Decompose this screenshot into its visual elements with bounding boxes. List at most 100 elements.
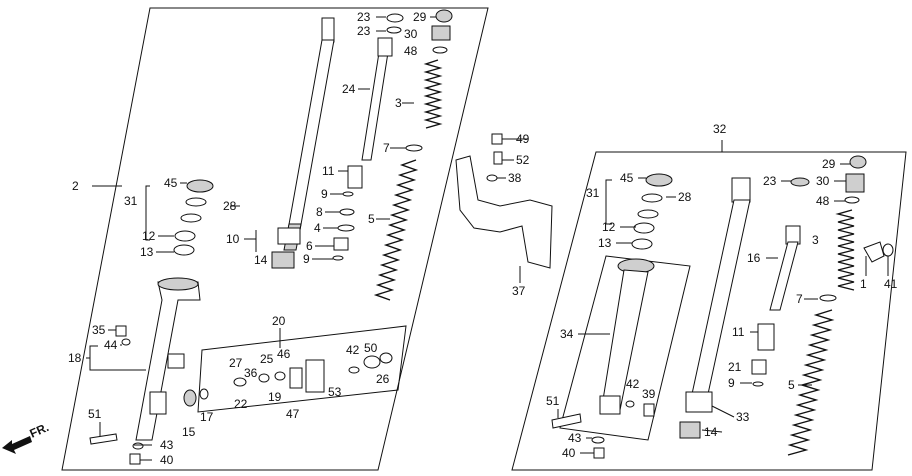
- subframe-20: [197, 325, 407, 413]
- callout-45: 45: [164, 176, 178, 190]
- callout-9b: 9: [303, 252, 310, 266]
- callout-46: 46: [277, 347, 291, 361]
- top-caps-left: [386, 9, 453, 54]
- callout-r34: 34: [560, 327, 574, 341]
- callout-38: 38: [508, 171, 522, 185]
- bolt-hardware-right: [551, 400, 655, 459]
- callout-52: 52: [516, 153, 530, 167]
- callout-r39: 39: [642, 387, 656, 401]
- callout-29: 29: [413, 10, 427, 24]
- outer-tube-left: [277, 17, 335, 251]
- callout-36: 36: [244, 366, 258, 380]
- callout-53: 53: [328, 385, 342, 399]
- callout-r14: 14: [704, 425, 718, 439]
- callout-18: 18: [68, 351, 82, 365]
- callout-r9: 9: [728, 376, 735, 390]
- callout-8: 8: [316, 205, 323, 219]
- callout-43: 43: [160, 438, 174, 452]
- callout-12: 12: [142, 229, 156, 243]
- callout-37: 37: [512, 284, 526, 298]
- callout-r11: 11: [732, 325, 745, 339]
- callout-r21: 21: [728, 360, 742, 374]
- callout-r29: 29: [822, 157, 836, 171]
- callout-r3: 3: [812, 233, 819, 247]
- callout-13: 13: [140, 245, 154, 259]
- damper-rod-left: [361, 37, 393, 161]
- callout-r28: 28: [678, 190, 692, 204]
- callout-42: 42: [346, 343, 360, 357]
- callout-r33: 33: [736, 410, 750, 424]
- callout-35: 35: [92, 323, 106, 337]
- callout-11: 11: [322, 164, 335, 178]
- spring-3-left: [423, 59, 443, 129]
- right-assembly-frame: [511, 151, 907, 471]
- callout-20: 20: [272, 314, 286, 328]
- callout-r40: 40: [562, 446, 576, 460]
- callout-4: 4: [314, 221, 321, 235]
- callout-48: 48: [404, 44, 418, 58]
- leader-lines: [86, 16, 889, 461]
- callout-r30: 30: [816, 174, 830, 188]
- callout-23a: 23: [357, 10, 371, 24]
- spring-5-right: [787, 309, 835, 456]
- callout-31: 31: [124, 194, 138, 208]
- callout-r12: 12: [602, 220, 616, 234]
- front-direction-arrow: FR.: [2, 420, 51, 454]
- damper-rod-right: [769, 225, 801, 311]
- callout-r45: 45: [620, 171, 634, 185]
- callout-50: 50: [364, 341, 378, 355]
- callout-r13: 13: [598, 236, 612, 250]
- callout-r48: 48: [816, 194, 830, 208]
- panel-label-right: 32: [713, 122, 727, 136]
- callout-23b: 23: [357, 24, 371, 38]
- callout-22: 22: [234, 397, 248, 411]
- spring-3-right: [835, 209, 855, 291]
- callouts-right: 32 29 23 30 48 45 31 28 12 13 3 16 1 41 …: [546, 122, 898, 460]
- callout-3: 3: [395, 96, 402, 110]
- callout-17: 17: [200, 410, 214, 424]
- fork-stay-bracket: [455, 133, 553, 269]
- callout-5: 5: [368, 212, 375, 226]
- callout-47: 47: [286, 407, 300, 421]
- spring-5-left: [373, 159, 419, 301]
- callout-r16: 16: [747, 251, 761, 265]
- callout-r43: 43: [568, 431, 582, 445]
- callouts-left: 23 29 23 30 48 24 3 11 7 9 8 5 4 6 10 14…: [68, 10, 427, 467]
- callout-27: 27: [229, 356, 243, 370]
- callout-r23: 23: [763, 174, 777, 188]
- callout-40: 40: [160, 453, 174, 467]
- top-caps-right: [790, 155, 867, 204]
- callout-44: 44: [104, 338, 118, 352]
- callout-25: 25: [260, 352, 274, 366]
- callout-9a: 9: [321, 187, 328, 201]
- callout-14: 14: [254, 253, 268, 267]
- callout-r51: 51: [546, 394, 560, 408]
- subframe-20-parts: [183, 352, 393, 407]
- callout-19: 19: [268, 390, 282, 404]
- callout-6: 6: [306, 239, 313, 253]
- callout-r7: 7: [796, 292, 803, 306]
- callout-r31: 31: [586, 186, 600, 200]
- fr-marker-text: FR.: [28, 420, 51, 441]
- callout-10: 10: [226, 232, 240, 246]
- callout-24: 24: [342, 82, 356, 96]
- callout-30: 30: [404, 27, 418, 41]
- fork-slider-left: [135, 277, 201, 441]
- callout-26: 26: [376, 372, 390, 386]
- seal-stack-right: [605, 173, 673, 250]
- callout-r5: 5: [788, 378, 795, 392]
- seal-stack-left: [145, 179, 214, 256]
- callout-r41: 41: [884, 277, 898, 291]
- panel-label-left: 2: [72, 179, 79, 193]
- left-assembly-frame: [61, 7, 489, 471]
- callout-15: 15: [182, 425, 196, 439]
- callout-7: 7: [383, 141, 390, 155]
- slider-box-right: [559, 255, 691, 441]
- callout-r1: 1: [860, 277, 867, 291]
- callout-r42: 42: [626, 377, 640, 391]
- small-parts-right: [679, 241, 894, 439]
- callout-51: 51: [88, 407, 102, 421]
- outer-tube-right: [685, 177, 751, 413]
- small-parts-left: [271, 144, 423, 269]
